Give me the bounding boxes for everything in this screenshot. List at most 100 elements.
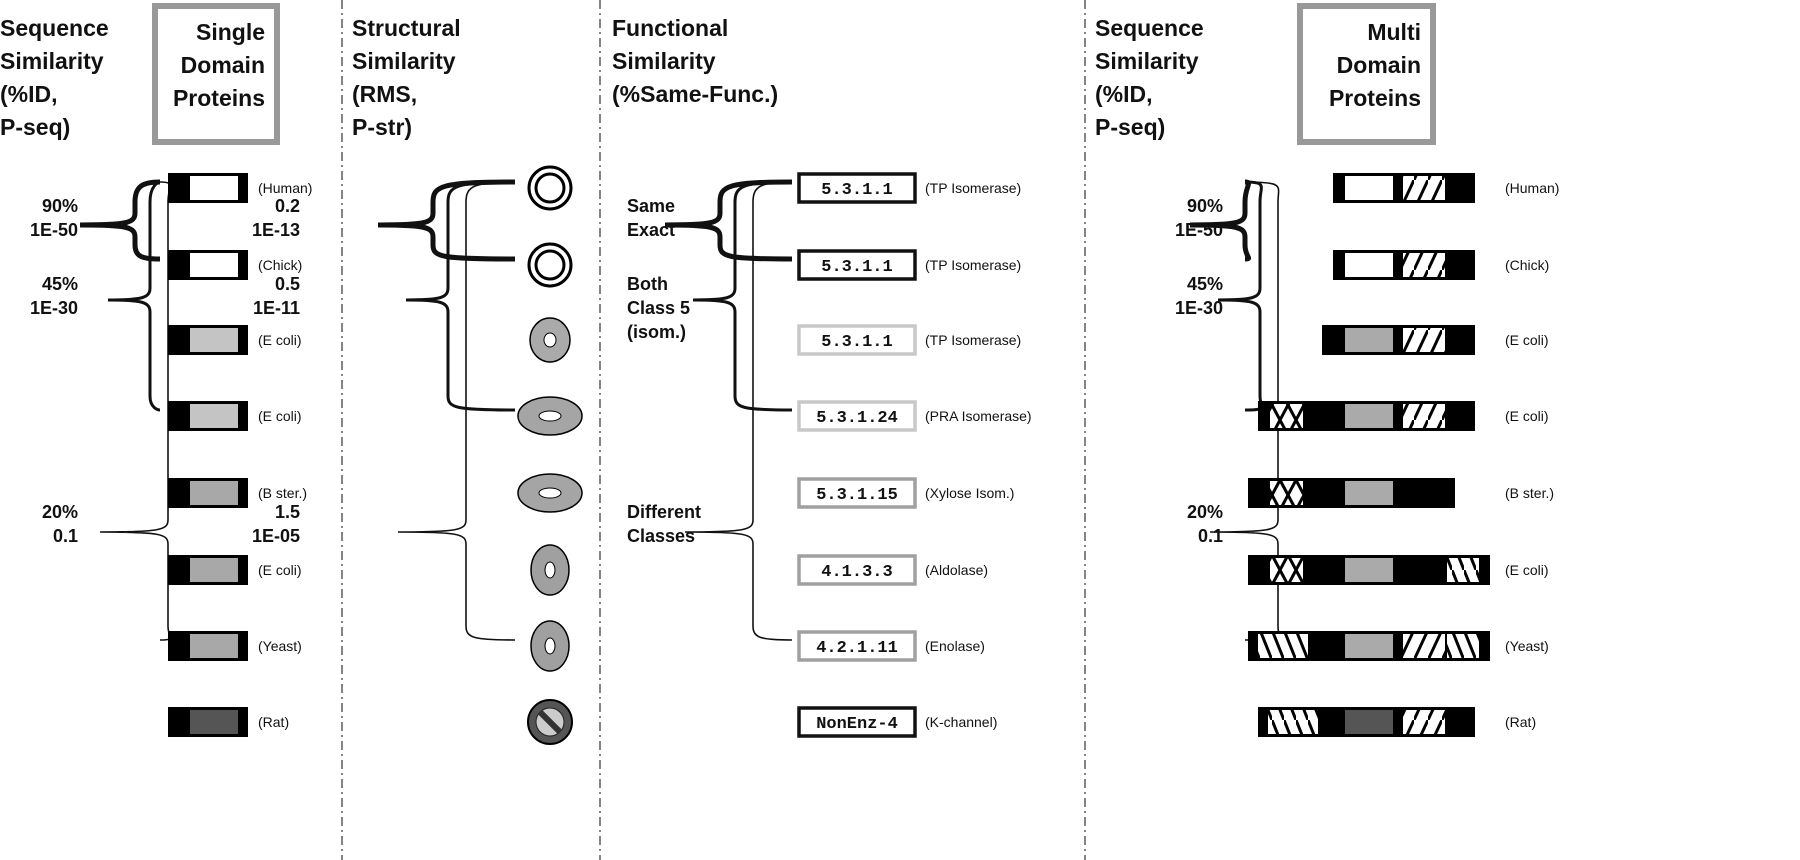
ec-number-box [797, 554, 917, 586]
ec-number-box [797, 172, 917, 204]
domain-backslash [1258, 634, 1308, 658]
enzyme-name: (TP Isomerase) [925, 180, 1021, 196]
ec-number-box [797, 706, 917, 738]
panel-heading: Similarity [0, 48, 104, 74]
organism-label: (Human) [258, 180, 312, 196]
panel-heading: (RMS, [352, 81, 417, 107]
function-row: 5.3.1.1 (TP Isomerase) [797, 172, 1021, 204]
structure-gray-donut-oval-icon [517, 396, 583, 436]
ec-number-box [797, 249, 917, 281]
ec-number: 5.3.1.24 [816, 409, 898, 428]
similarity-level-label: 1.5 [275, 502, 300, 522]
panel-heading: P-seq) [0, 114, 70, 140]
ec-number: 5.3.1.15 [816, 486, 898, 505]
enzyme-name: (TP Isomerase) [925, 257, 1021, 273]
domain-crosshatch [1270, 481, 1303, 505]
domain-core-gray [1345, 558, 1393, 582]
similarity-level-label: 0.5 [275, 274, 300, 294]
function-row: 5.3.1.24(PRA Isomerase) [797, 400, 1032, 432]
ec-number: 4.2.1.11 [816, 639, 898, 658]
similarity-level-label: 20% [42, 502, 78, 522]
ec-number-box [797, 324, 917, 356]
function-row: 5.3.1.1(TP Isomerase) [797, 324, 1021, 356]
panel-heading: Sequence [1095, 15, 1204, 41]
multi-domain-protein: (Human) [1333, 173, 1559, 203]
similarity-level-label: 90% [42, 196, 78, 216]
single-domain-protein: (Yeast) [168, 631, 302, 661]
similarity-level-label: 1E-05 [252, 526, 300, 546]
ec-number: 5.3.1.1 [821, 181, 892, 200]
ec-number: 5.3.1.1 [821, 258, 892, 277]
domain-slash [1403, 176, 1445, 200]
structure-gray-oval-vertical-icon [530, 544, 570, 596]
panel-heading: Structural [352, 15, 461, 41]
domain-core [190, 176, 238, 200]
structure-double-ring-icon [527, 165, 573, 211]
similarity-level-label: 45% [42, 274, 78, 294]
domain-slash [1403, 404, 1445, 428]
similarity-level-label: Exact [627, 220, 675, 240]
similarity-level-label: 1E-30 [30, 298, 78, 318]
organism-label: (Yeast) [1505, 638, 1549, 654]
similarity-brace [377, 179, 516, 262]
organism-label: (Human) [1505, 180, 1559, 196]
organism-label: (B ster.) [258, 485, 307, 501]
similarity-brace [79, 179, 161, 262]
organism-label: (Chick) [258, 257, 302, 273]
domain-core-dark [1345, 710, 1393, 734]
domain-core [190, 404, 238, 428]
similarity-level-label: Class 5 [627, 298, 690, 318]
domain-type-box [152, 3, 280, 145]
function-row: 4.2.1.11 (Enolase) [797, 630, 985, 662]
multi-domain-protein: (Chick) [1333, 250, 1549, 280]
panel-heading: P-str) [352, 114, 412, 140]
panel-heading: Similarity [352, 48, 456, 74]
organism-label: (Rat) [258, 714, 289, 730]
domain-core-white [1345, 253, 1393, 277]
domain-core-white [1345, 176, 1393, 200]
similarity-level-label: Same [627, 196, 675, 216]
panel-heading: Similarity [1095, 48, 1199, 74]
domain-core [190, 634, 238, 658]
domain-type-label: Single [196, 19, 265, 45]
domain-core-gray [1345, 328, 1393, 352]
domain-type-label: Proteins [1329, 85, 1421, 111]
domain-core-gray [1345, 404, 1393, 428]
ec-number-box [797, 630, 917, 662]
organism-label: (E coli) [258, 408, 302, 424]
domain-backslash [1447, 558, 1479, 582]
single-domain-protein: (E coli) [168, 401, 302, 431]
enzyme-name: (Enolase) [925, 638, 985, 654]
domain-core [190, 558, 238, 582]
similarity-level-label: 0.1 [1198, 526, 1223, 546]
function-row: 5.3.1.15(Xylose Isom.) [797, 477, 1014, 509]
domain-core [190, 481, 238, 505]
multi-domain-protein: (E coli) [1322, 325, 1549, 355]
multi-domain-protein: (E coli) [1248, 555, 1549, 585]
panel-heading: (%Same-Func.) [612, 81, 778, 107]
similarity-brace [405, 180, 516, 412]
structure-double-ring-icon [527, 242, 573, 288]
similarity-level-label: 1E-13 [252, 220, 300, 240]
enzyme-name: (TP Isomerase) [925, 332, 1021, 348]
ec-number: 4.1.3.3 [821, 563, 892, 582]
single-domain-protein: (B ster.) [168, 478, 307, 508]
similarity-level-label: 1E-50 [30, 220, 78, 240]
domain-slash [1403, 253, 1445, 277]
single-domain-protein: (Human) [168, 173, 312, 203]
domain-type-label: Domain [181, 52, 265, 78]
similarity-brace [664, 179, 793, 262]
domain-type-box [1297, 3, 1436, 145]
organism-label: (E coli) [258, 332, 302, 348]
organism-label: (Yeast) [258, 638, 302, 654]
domain-backslash [1268, 710, 1318, 734]
domain-core [190, 328, 238, 352]
multi-domain-protein: (Yeast) [1248, 631, 1549, 661]
similarity-level-label: 1E-30 [1175, 298, 1223, 318]
domain-backslash [1447, 634, 1479, 658]
panel-heading: P-seq) [1095, 114, 1165, 140]
similarity-brace [684, 181, 793, 641]
domain-type-label: Proteins [173, 85, 265, 111]
multi-domain-protein: (B ster.) [1248, 478, 1554, 508]
